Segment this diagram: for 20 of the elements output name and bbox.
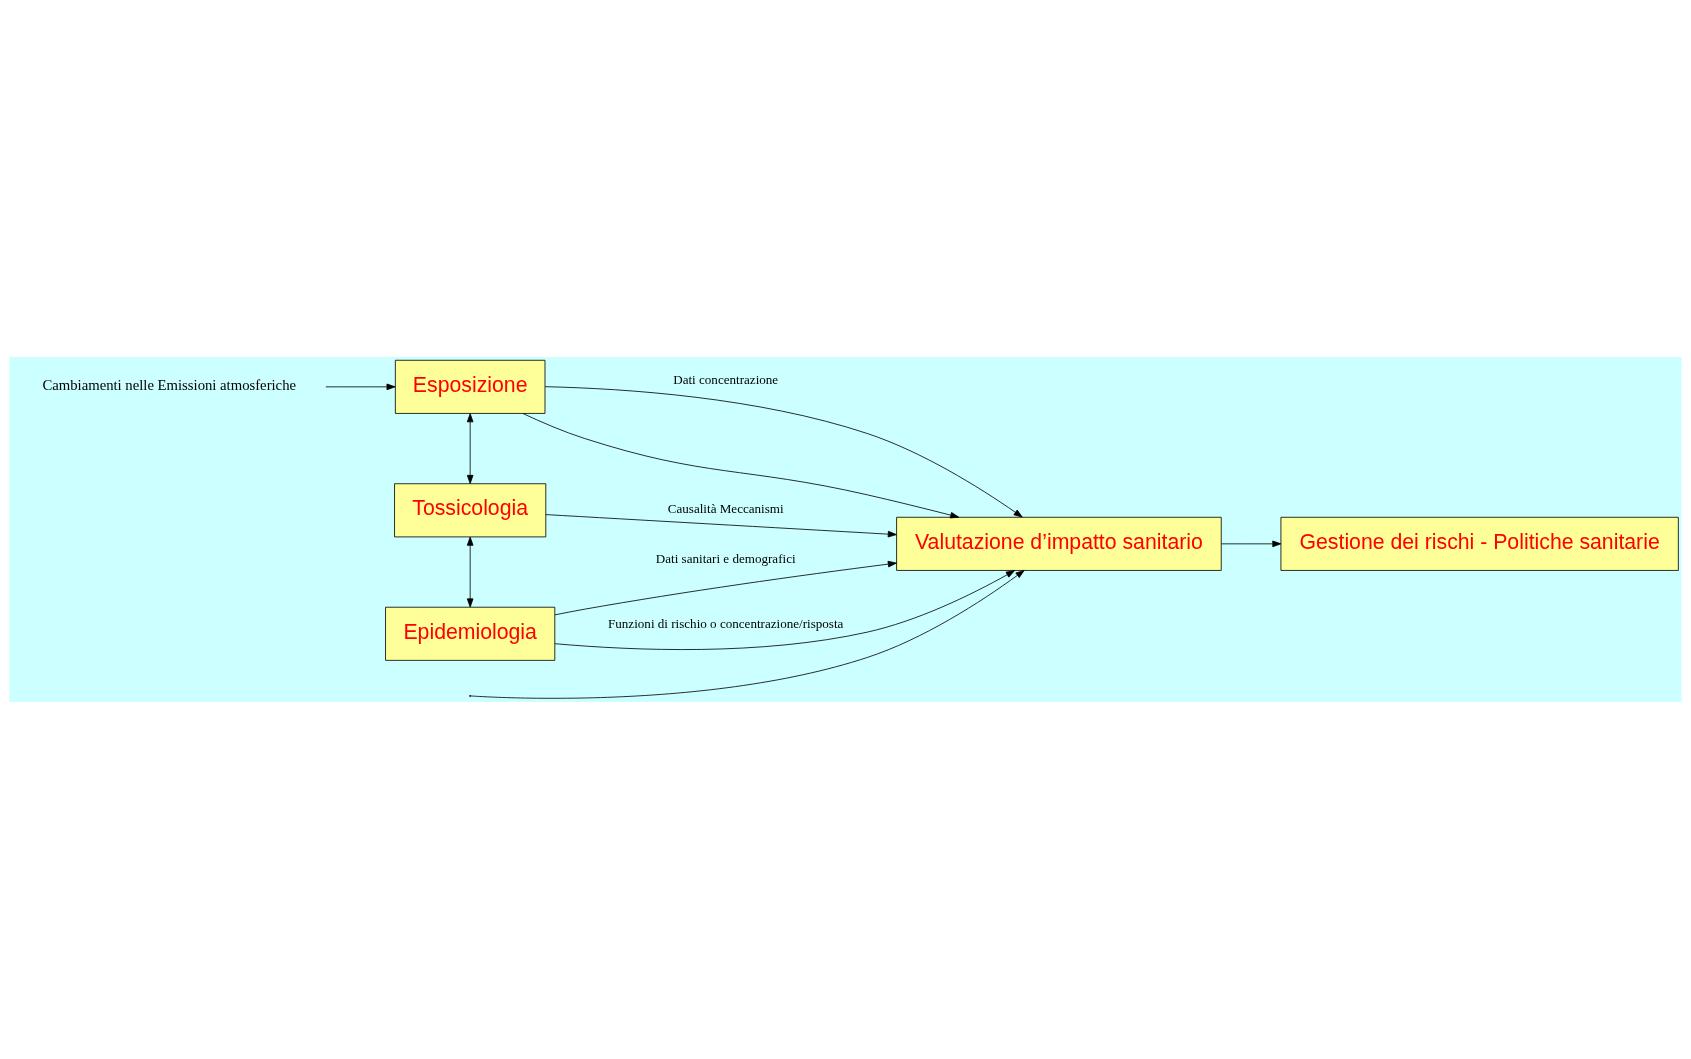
arrow	[545, 514, 897, 538]
arrow	[466, 413, 474, 484]
edge-label: Causalità Meccanismi	[667, 501, 784, 517]
node-text: Cambiamenti nelle Emissioni atmosferiche	[42, 377, 297, 394]
arrow	[544, 386, 1023, 518]
node-box: Gestione dei rischi - Politiche sanitarie	[1280, 516, 1679, 571]
arrow	[325, 383, 396, 391]
edge-label: Funzioni di rischio o concentrazione/risposta	[608, 615, 844, 631]
node-box: Esposizione	[394, 359, 546, 414]
edge-label: Dati concentrazione	[673, 372, 779, 388]
node-box: Valutazione d’impatto sanitario	[896, 516, 1222, 571]
arrow	[470, 570, 1025, 699]
arrow	[466, 536, 474, 608]
edge-label: Dati sanitari e demografici	[655, 551, 796, 567]
arrow	[554, 570, 1015, 650]
node-box: Epidemiologia	[385, 606, 556, 661]
node-box: Tossicologia	[394, 483, 547, 538]
arrow	[522, 413, 960, 519]
arrow	[554, 560, 897, 616]
arrow	[1221, 540, 1282, 548]
